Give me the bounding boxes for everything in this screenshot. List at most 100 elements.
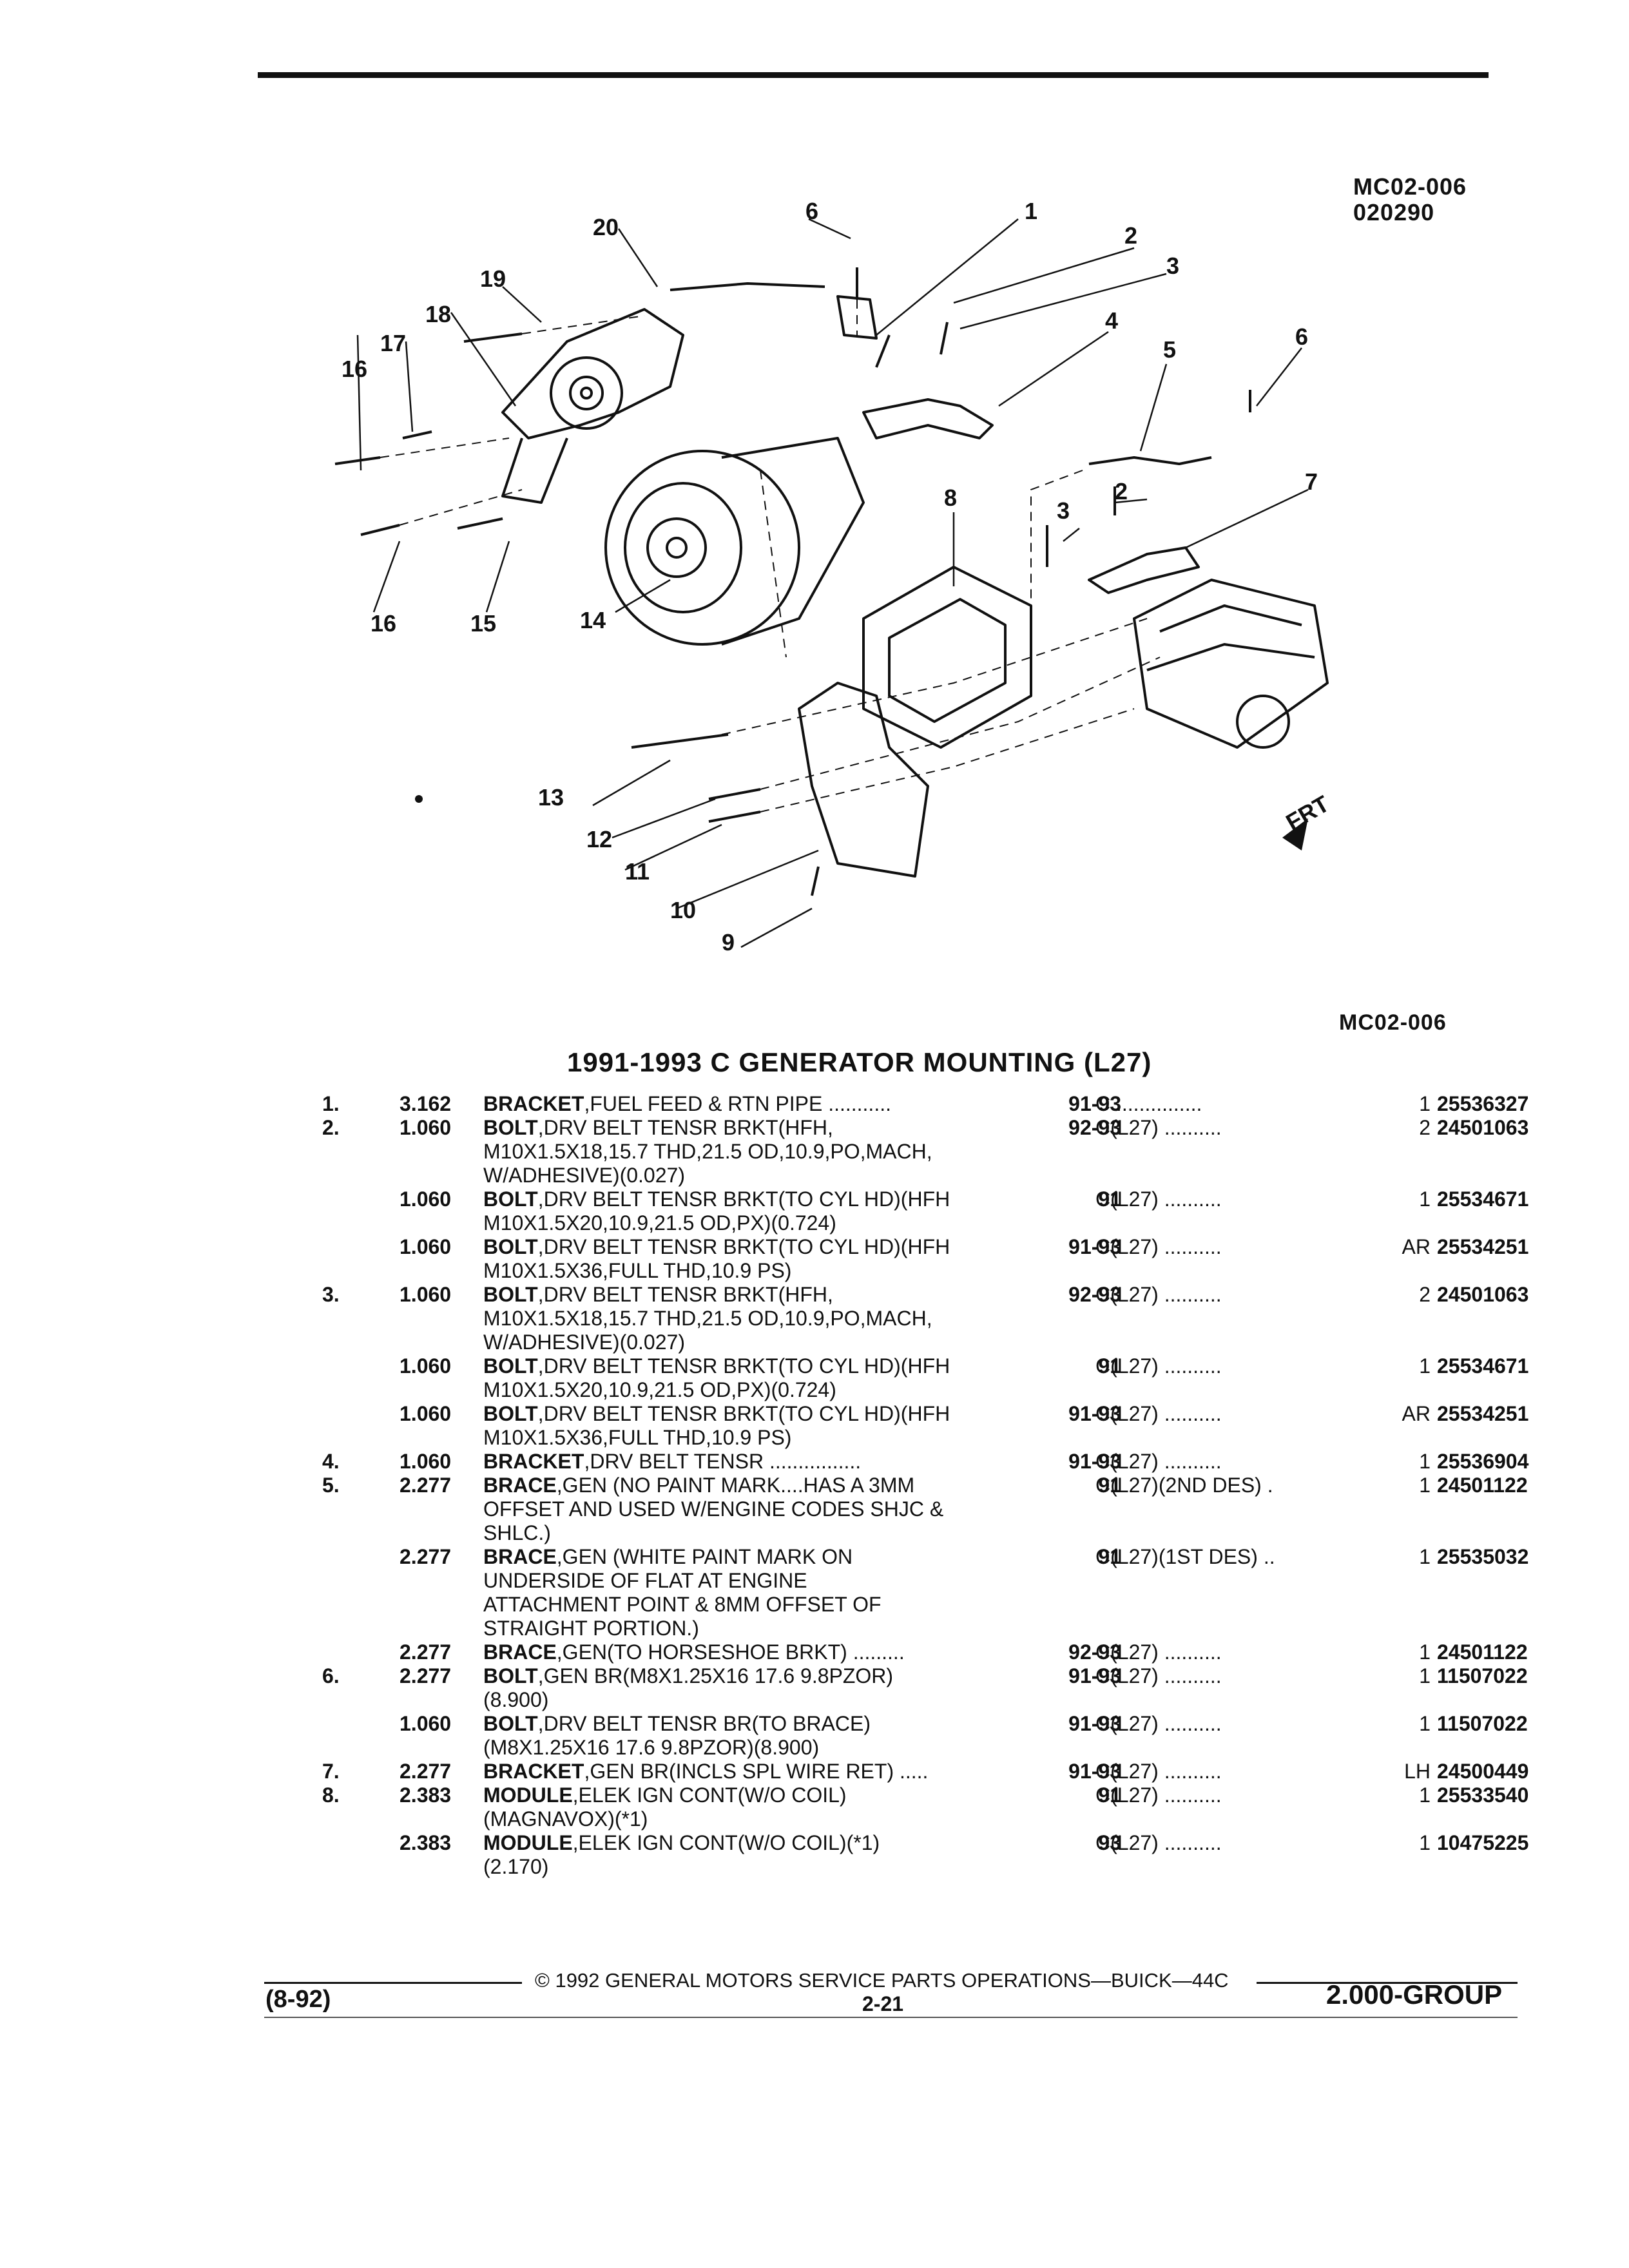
group-number: 1.060 [400,1712,452,1735]
callout-18: 18 [425,301,451,327]
part-description: UNDERSIDE OF FLAT AT ENGINE [483,1569,807,1592]
model-years: 91-93 [1068,1760,1121,1783]
quantity: 1 [1419,1783,1431,1807]
tensioner-pulley [550,356,623,430]
application: C(L27) .......... [1095,1450,1222,1473]
group-number: 2.383 [400,1831,452,1854]
part-number: 11507022 [1437,1664,1528,1687]
part-description: W/ADHESIVE)(0.027) [483,1331,685,1354]
part-description: ,DRV BELT TENSR BRKT(TO CYL HD)(HFH [537,1402,950,1425]
part-name: BRACKET [483,1450,584,1473]
part-number: 24501122 [1437,1474,1528,1497]
generator-pulley [646,517,707,578]
bolt-12 [708,788,761,800]
model-years: 91-93 [1068,1092,1121,1115]
part-description: M10X1.5X20,10.9,21.5 OD,PX)(0.724) [483,1378,836,1401]
top-rule [258,72,1489,78]
callout-13: 13 [538,784,564,811]
description: OFFSET AND USED W/ENGINE CODES SHJC & [483,1497,943,1521]
quantity: AR [1402,1235,1431,1258]
group-number: 1.060 [400,1402,452,1425]
quantity: 1 [1419,1474,1431,1497]
group-number: 1.060 [400,1450,452,1473]
description: MODULE,ELEK IGN CONT(W/O COIL) [483,1783,847,1807]
part-description: ,GEN BR(M8X1.25X16 17.6 9.8PZOR) [537,1664,894,1687]
part-description: ,DRV BELT TENSR ................ [584,1450,862,1473]
bolt-16-upper [334,456,381,465]
generator-brace-bracket [1088,546,1200,594]
front-arrow [1282,818,1308,850]
parts-row: W/ADHESIVE)(0.027) [316,1164,1521,1187]
bolt-17 [402,430,432,439]
parts-row: OFFSET AND USED W/ENGINE CODES SHJC & [316,1497,1521,1521]
callout-11: 11 [625,858,650,885]
quantity: 1 [1419,1831,1431,1854]
description: UNDERSIDE OF FLAT AT ENGINE [483,1569,807,1593]
footer-rule-right [1257,1982,1518,1984]
model-years: 93 [1098,1831,1121,1854]
parts-row: M10X1.5X18,15.7 THD,21.5 OD,10.9,PO,MACH… [316,1140,1521,1164]
description: BRACKET,FUEL FEED & RTN PIPE ........... [483,1092,891,1116]
quantity: 1 [1419,1092,1431,1115]
model-years: 91-93 [1068,1712,1121,1735]
part-name: BOLT [483,1664,538,1687]
callout-3-right: 3 [1057,497,1070,524]
ref-number: 7. [322,1760,340,1783]
group-number: 2.277 [400,1545,452,1568]
quantity: LH [1404,1760,1431,1783]
part-description: ,DRV BELT TENSR BRKT(HFH, [537,1116,833,1139]
quantity: 1 [1419,1712,1431,1735]
callout-10: 10 [670,897,696,923]
nut-9 [811,866,820,896]
application: C(L27) .......... [1095,1116,1222,1139]
group-number: 2.277 [400,1640,452,1664]
part-name: MODULE [483,1783,573,1807]
bolt-13 [631,733,729,749]
group-number: 1.060 [400,1354,452,1378]
quantity: 1 [1419,1545,1431,1568]
part-name: BRACE [483,1640,557,1664]
model-years: 92-93 [1068,1640,1121,1664]
description: (MAGNAVOX)(*1) [483,1807,648,1831]
part-description: STRAIGHT PORTION.) [483,1617,699,1640]
part-description: M10X1.5X20,10.9,21.5 OD,PX)(0.724) [483,1211,836,1235]
part-description: SHLC.) [483,1521,551,1544]
application: C(L27) .......... [1095,1712,1222,1735]
model-years: 91-93 [1068,1235,1121,1258]
callout-6-right: 6 [1295,323,1308,350]
callout-3: 3 [1166,253,1179,279]
part-name: BOLT [483,1283,538,1306]
part-number: 24501063 [1437,1116,1529,1139]
parts-row: M10X1.5X20,10.9,21.5 OD,PX)(0.724) [316,1378,1521,1402]
application: C(L27) .......... [1095,1235,1222,1258]
ref-number: 5. [322,1474,340,1497]
description: BRACKET,GEN BR(INCLS SPL WIRE RET) ..... [483,1760,928,1783]
part-description: ,DRV BELT TENSR BRKT(TO CYL HD)(HFH [537,1354,950,1378]
model-years: 91 [1098,1354,1121,1378]
part-description: ,DRV BELT TENSR BRKT(HFH, [537,1283,833,1306]
part-description: ATTACHMENT POINT & 8MM OFFSET OF [483,1593,882,1616]
description: W/ADHESIVE)(0.027) [483,1164,685,1187]
part-description: ,GEN BR(INCLS SPL WIRE RET) ..... [584,1760,929,1783]
part-description: M10X1.5X18,15.7 THD,21.5 OD,10.9,PO,MACH… [483,1307,932,1330]
part-number: 24501063 [1437,1283,1529,1306]
description: BRACE,GEN (WHITE PAINT MARK ON [483,1545,853,1569]
part-name: MODULE [483,1831,573,1854]
callout-16-lower: 16 [371,610,396,637]
part-description: M10X1.5X36,FULL THD,10.9 PS) [483,1259,792,1282]
horseshoe-bracket [798,682,929,878]
section-title: 1991-1993 C GENERATOR MOUNTING (L27) [567,1047,1152,1077]
part-number: 25536904 [1437,1450,1529,1473]
model-years: 91 [1098,1474,1121,1497]
parts-row: (2.170) [316,1855,1521,1879]
description: BOLT,DRV BELT TENSR BRKT(HFH, [483,1283,833,1307]
part-description: (M8X1.25X16 17.6 9.8PZOR)(8.900) [483,1736,820,1759]
part-description: ,GEN (NO PAINT MARK....HAS A 3MM [556,1474,915,1497]
footer-copyright: © 1992 GENERAL MOTORS SERVICE PARTS OPER… [535,1969,1229,1992]
callout-16-upper: 16 [342,356,367,382]
application: C(L27) .......... [1095,1283,1222,1306]
